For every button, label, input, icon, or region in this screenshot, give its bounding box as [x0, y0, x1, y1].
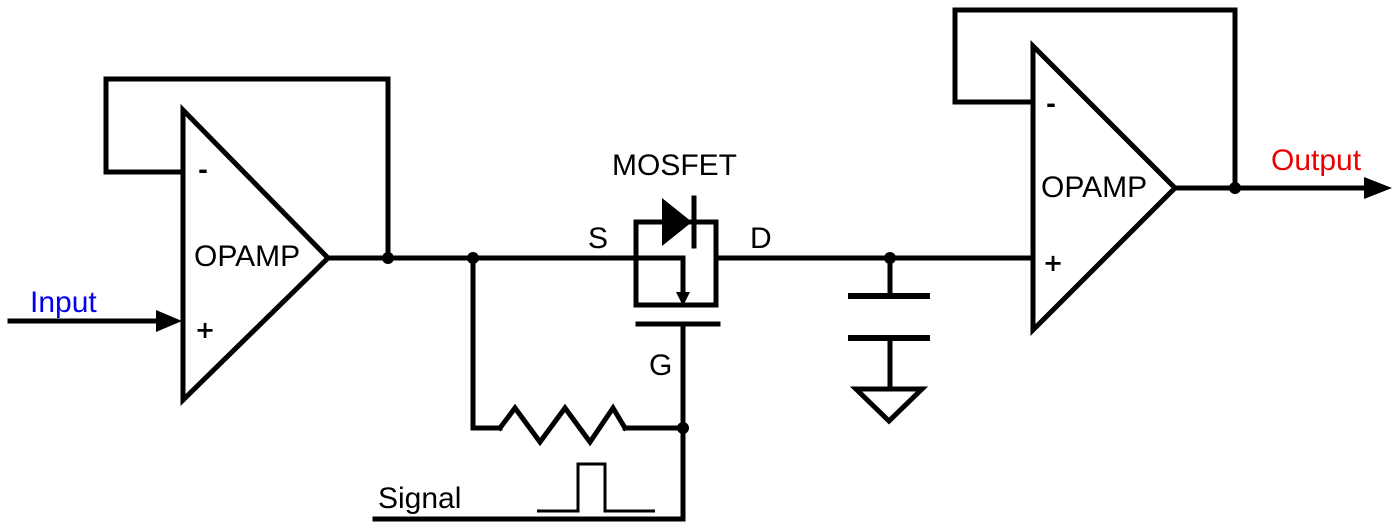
opamp-1-plus-sign: +	[195, 316, 215, 344]
diode-icon	[662, 195, 697, 249]
ground-icon	[849, 386, 929, 425]
resistor-icon	[496, 403, 629, 447]
resistor-branch-wire	[470, 255, 503, 431]
pulse-icon	[537, 462, 655, 513]
mosfet	[633, 195, 721, 327]
junction-dot	[1229, 182, 1241, 194]
opamp-2-plus-sign: +	[1043, 249, 1063, 277]
gate-label: G	[649, 349, 672, 382]
input-label: Input	[30, 286, 97, 319]
gate-wire	[372, 321, 686, 522]
opamp-1-minus-sign: -	[198, 156, 208, 184]
opamp-2-minus-sign: -	[1046, 90, 1056, 118]
opamp-1: - + OPAMP	[180, 103, 332, 406]
capacitor-icon	[848, 255, 930, 392]
source-label: S	[588, 222, 608, 255]
input-wire	[7, 310, 182, 332]
output-arrow-icon	[1364, 177, 1392, 199]
output-label: Output	[1271, 144, 1362, 177]
signal-label: Signal	[378, 482, 461, 515]
opamp-2-label: OPAMP	[1041, 171, 1147, 204]
drain-label: D	[750, 222, 772, 255]
opamp-2: - + OPAMP	[1030, 39, 1179, 337]
mosfet-label: MOSFET	[612, 149, 737, 182]
opamp-2-feedback-wire	[952, 7, 1238, 191]
junction-dot	[382, 252, 394, 264]
opamp-1-feedback-wire	[103, 76, 391, 261]
opamp-1-label: OPAMP	[194, 240, 300, 273]
